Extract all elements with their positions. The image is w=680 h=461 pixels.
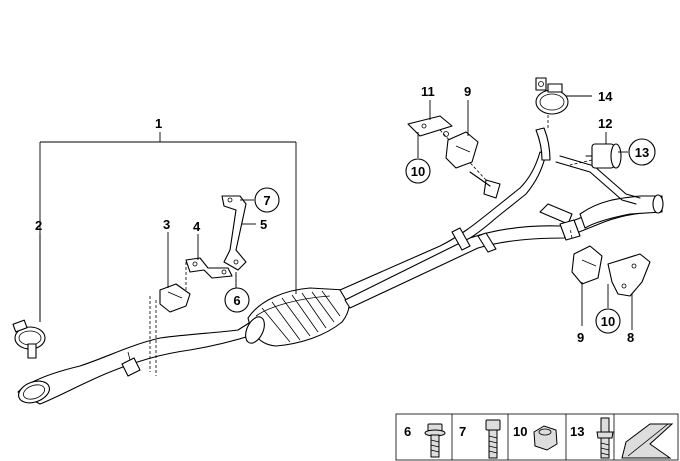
- bracket-4[interactable]: [185, 257, 233, 279]
- callout-10-lower: 10: [601, 314, 615, 329]
- callout-13-circle: [628, 138, 656, 166]
- pipe-clamp-2[interactable]: [12, 319, 46, 359]
- callout-10-lower-circle: [595, 308, 621, 334]
- callout-14: 14: [598, 89, 613, 104]
- legend-label-6: 6: [404, 424, 411, 439]
- bracket-8[interactable]: [607, 253, 651, 297]
- bracket-5[interactable]: [221, 195, 247, 271]
- callout-7-circle: [254, 187, 280, 213]
- callout-12: 12: [598, 116, 612, 131]
- legend-label-7: 7: [459, 424, 466, 439]
- callout-3: 3: [163, 217, 170, 232]
- flange-bolt-icon: [424, 423, 446, 458]
- hex-bolt-icon: [485, 419, 501, 459]
- rubber-mount-3[interactable]: [159, 283, 191, 313]
- rubber-mount-9-upper[interactable]: [445, 131, 479, 169]
- callout-2: 2: [35, 218, 42, 233]
- callout-1: 1: [155, 116, 162, 131]
- legend-label-13: 13: [570, 424, 584, 439]
- legend-label-10: 10: [513, 424, 527, 439]
- callout-11: 11: [421, 84, 435, 99]
- callout-8: 8: [627, 330, 634, 345]
- callout-6: 6: [233, 293, 240, 308]
- callout-7: 7: [263, 193, 270, 208]
- exhaust-pipe-assembly[interactable]: [16, 127, 664, 407]
- callout-13: 13: [635, 145, 649, 160]
- bracket-11[interactable]: [407, 115, 453, 137]
- pipe-hanger-clip[interactable]: [121, 351, 141, 377]
- rubber-mount-9-lower[interactable]: [571, 245, 603, 285]
- pipe-clamp-14[interactable]: [535, 77, 569, 115]
- callout-5: 5: [260, 217, 267, 232]
- callout-10-upper: 10: [411, 164, 425, 179]
- callout-9-lower: 9: [577, 330, 584, 345]
- callout-6-circle: [224, 287, 250, 313]
- rubber-mount-12[interactable]: [585, 143, 622, 169]
- leader-lines: [39, 95, 633, 330]
- arrow-badge-icon: [621, 423, 674, 459]
- hex-nut-icon: [533, 425, 558, 451]
- callout-10-upper-circle: [405, 158, 431, 184]
- callout-9-upper: 9: [464, 84, 471, 99]
- callout-4: 4: [193, 219, 201, 234]
- fastener-legend: 6 7 10 13: [395, 413, 679, 461]
- stud-bolt-icon: [596, 417, 614, 459]
